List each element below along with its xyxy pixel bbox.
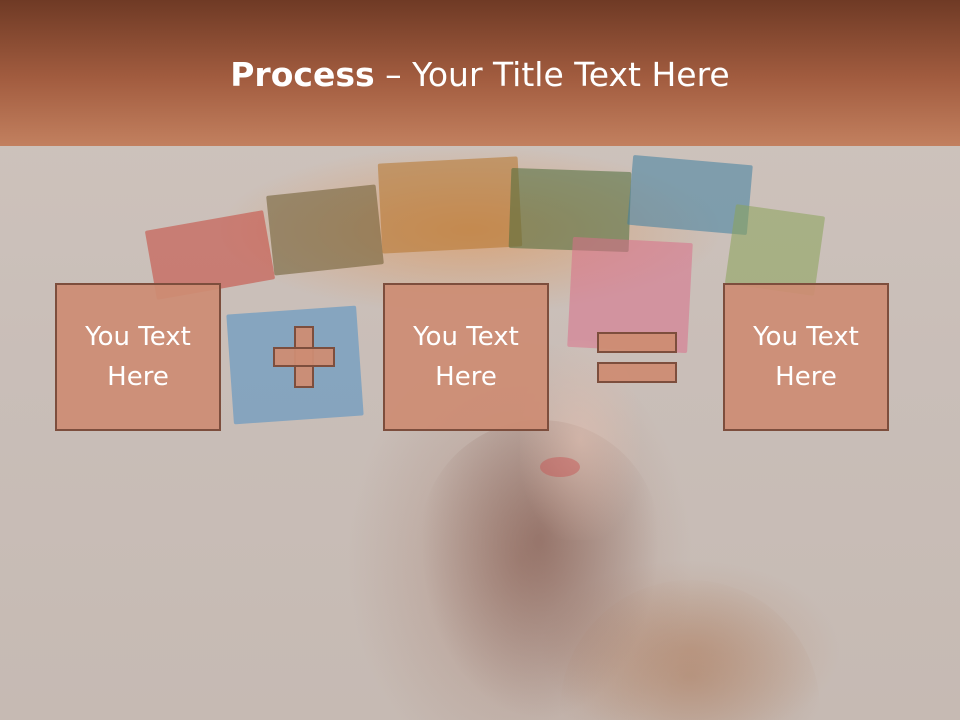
equals-top-bar <box>597 332 677 353</box>
text-box-1[interactable]: You Text Here <box>55 283 221 431</box>
plus-icon <box>273 326 335 388</box>
lips <box>540 457 580 477</box>
text-box-1-label: You Text Here <box>85 322 191 392</box>
title-bold: Process <box>230 55 375 94</box>
title-rest: – Your Title Text Here <box>374 55 730 94</box>
slide-title: Process – Your Title Text Here <box>0 55 960 95</box>
equals-icon <box>597 332 677 384</box>
title-bar: Process – Your Title Text Here <box>0 0 960 146</box>
text-box-2[interactable]: You Text Here <box>383 283 549 431</box>
text-box-2-label: You Text Here <box>413 322 519 392</box>
collage-tile <box>266 184 384 276</box>
equals-bottom-bar <box>597 362 677 383</box>
text-box-3-label: You Text Here <box>753 322 859 392</box>
plus-center <box>296 349 312 365</box>
text-box-3[interactable]: You Text Here <box>723 283 889 431</box>
collage-tile <box>377 156 523 254</box>
